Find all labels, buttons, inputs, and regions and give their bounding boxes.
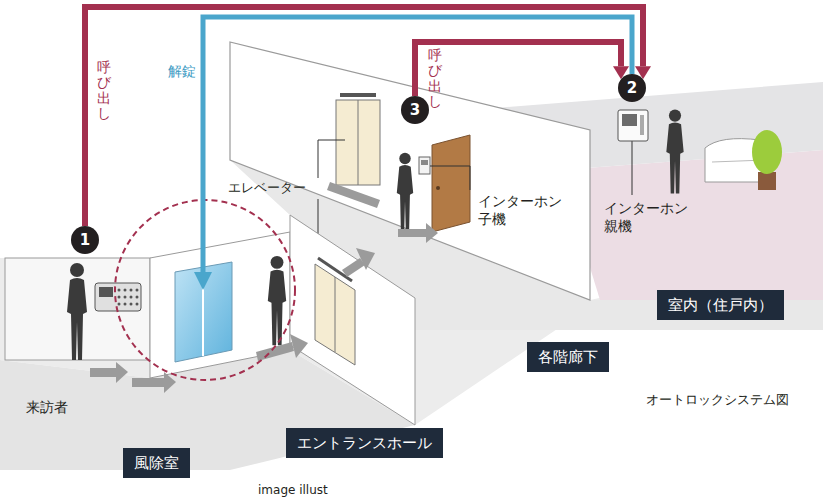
room-floor: [560, 150, 823, 300]
edge-label: 呼び出し: [428, 48, 442, 110]
callout-text: 3: [410, 103, 420, 118]
part-label: インターホン 親機: [604, 200, 692, 235]
area-text: 各階廊下: [538, 348, 598, 366]
entrance-panel: [95, 283, 141, 311]
wall: [5, 258, 150, 360]
connector: [85, 7, 651, 226]
part-label: image illust: [258, 483, 328, 498]
area-label: エントランスホール: [286, 428, 443, 458]
callout-number: 3: [401, 96, 429, 124]
elevator: [336, 100, 380, 185]
flow-arrows: [90, 182, 438, 393]
part-label: オートロックシステム図: [646, 392, 789, 408]
area-label: 各階廊下: [527, 342, 609, 372]
plant-pot: [758, 172, 776, 190]
connector: [415, 42, 629, 96]
unlock-arrowhead: [194, 272, 212, 290]
callout-number: 1: [71, 226, 99, 254]
area-text: 室内（住戸内）: [668, 296, 773, 314]
hall-wall: [290, 215, 415, 425]
door: [432, 135, 470, 232]
area-text: エントランスホール: [297, 434, 432, 452]
callout-number: 2: [618, 74, 646, 102]
intercom-main: [618, 110, 648, 141]
area-text: 風除室: [134, 454, 179, 472]
unlock-line: [203, 17, 632, 272]
flow-label: 解錠: [168, 64, 182, 79]
part-label: インターホン 子機: [478, 193, 566, 228]
plant: [752, 130, 782, 174]
area-label: 室内（住戸内）: [657, 290, 784, 320]
part-label: エレベーター: [228, 180, 306, 196]
part-label: 来訪者: [26, 399, 68, 417]
intercom-sub: [419, 157, 430, 174]
callout-text: 2: [627, 81, 637, 96]
callout-text: 1: [80, 233, 90, 248]
edge-label: 呼び出し: [97, 60, 111, 122]
area-label: 風除室: [123, 448, 190, 478]
auto-door: [175, 262, 232, 362]
